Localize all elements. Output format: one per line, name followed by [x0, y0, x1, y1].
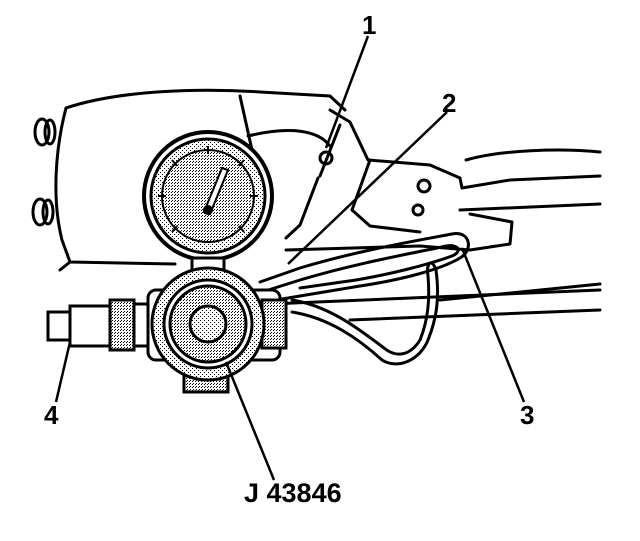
- callout-4: 4: [44, 400, 59, 430]
- quick-connect-fitting: [46, 298, 154, 352]
- pressure-gauge: [142, 130, 274, 262]
- fuel-lines: [258, 232, 470, 366]
- callout-1: 1: [362, 10, 377, 40]
- leader-2: [287, 111, 448, 265]
- leader-1: [324, 35, 370, 149]
- leader-lines: [54, 35, 526, 481]
- leader-3: [460, 247, 526, 403]
- tool-number-label: J 43846: [244, 478, 342, 508]
- leader-4: [54, 341, 72, 403]
- valve-body: [146, 266, 288, 394]
- leader-tool: [224, 361, 276, 481]
- engine-block: [54, 88, 602, 322]
- callout-2: 2: [442, 88, 457, 118]
- mounting-holes: [31, 117, 432, 227]
- callout-3: 3: [520, 400, 535, 430]
